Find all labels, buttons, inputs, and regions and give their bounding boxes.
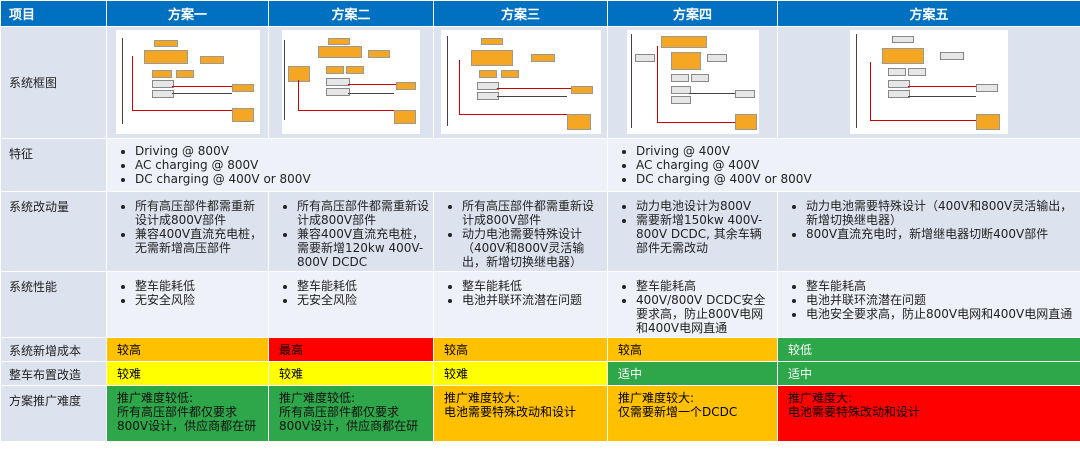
feature-800v-2: AC charging @ 800V: [135, 158, 603, 172]
layout-s3: 较难: [433, 361, 608, 386]
layout-s2: 较难: [268, 361, 434, 386]
cost-row: 系统新增成本 较高 最高 较高 较高 较低: [0, 337, 1080, 362]
layout-s4: 适中: [607, 361, 778, 386]
perf-item: 电池并联环流潜在问题: [806, 293, 1076, 307]
feature-400v-3: DC charging @ 400V or 800V: [636, 172, 1076, 186]
perf-item: 电池并联环流潜在问题: [462, 293, 603, 307]
layout-s1: 较难: [106, 361, 269, 386]
perf-item: 整车能耗高: [636, 279, 773, 293]
changes-s5: 动力电池需要特殊设计（400V和800V灵活输出，新增切换继电器） 800V直流…: [777, 191, 1080, 272]
change-item: 所有高压部件都需重新设计成800V部件: [297, 199, 429, 227]
performance-label: 系统性能: [0, 271, 107, 338]
change-item: 兼容400V直流充电桩，无需新增高压部件: [135, 227, 264, 255]
layout-label: 整车布置改造: [0, 361, 107, 386]
header-scheme-3: 方案三: [433, 0, 608, 27]
layout-s5: 适中: [777, 361, 1080, 386]
change-item: 需要新增150kw 400V-800V DCDC, 其余车辆部件无需改动: [636, 213, 773, 255]
feature-400v-2: AC charging @ 400V: [636, 158, 1076, 172]
cost-s4: 较高: [607, 337, 778, 362]
features-row: 特征 Driving @ 800V AC charging @ 800V DC …: [0, 138, 1080, 192]
system-diagram-2: [282, 30, 420, 134]
cost-s3: 较高: [433, 337, 608, 362]
perf-item: 400V/800V DCDC安全要求高，防止800V电网和400V电网直通: [636, 293, 773, 335]
changes-s1: 所有高压部件都需重新设计成800V部件 兼容400V直流充电桩，无需新增高压部件: [106, 191, 269, 272]
performance-s1: 整车能耗低 无安全风险: [106, 271, 269, 338]
header-scheme-1: 方案一: [106, 0, 269, 27]
changes-s4: 动力电池设计为800V 需要新增150kw 400V-800V DCDC, 其余…: [607, 191, 778, 272]
diagram-row: 系统框图: [0, 26, 1080, 139]
system-diagram-3: [440, 30, 601, 134]
change-item: 兼容400V直流充电桩，需要新增120kw 400V-800V DCDC: [297, 227, 429, 269]
perf-item: 无安全风险: [297, 293, 429, 307]
feature-400v-1: Driving @ 400V: [636, 144, 1076, 158]
performance-s5: 整车能耗高 电池并联环流潜在问题 电池安全要求高，防止800V电网和400V电网…: [777, 271, 1080, 338]
header-item: 项目: [0, 0, 107, 27]
performance-s2: 整车能耗低 无安全风险: [268, 271, 434, 338]
change-item: 所有高压部件都需重新设计成800V部件: [462, 199, 603, 227]
diagram-cell-2: [268, 26, 434, 139]
performance-s3: 整车能耗低 电池并联环流潜在问题: [433, 271, 608, 338]
features-400v: Driving @ 400V AC charging @ 400V DC cha…: [607, 138, 1080, 192]
header-scheme-4: 方案四: [607, 0, 778, 27]
cost-s1: 较高: [106, 337, 269, 362]
changes-s2: 所有高压部件都需重新设计成800V部件 兼容400V直流充电桩，需要新增120k…: [268, 191, 434, 272]
cost-s5: 较低: [777, 337, 1080, 362]
changes-row: 系统改动量 所有高压部件都需重新设计成800V部件 兼容400V直流充电桩，无需…: [0, 191, 1080, 272]
system-diagram-1: [115, 30, 260, 134]
diagram-cell-3: [433, 26, 608, 139]
change-item: 800V直流充电时，新增继电器切断400V部件: [806, 227, 1076, 241]
diagram-cell-4: [607, 26, 778, 139]
perf-item: 整车能耗低: [462, 279, 603, 293]
change-item: 动力电池需要特殊设计（400V和800V灵活输出，新增切换继电器）: [462, 227, 603, 269]
perf-item: 整车能耗低: [135, 279, 264, 293]
diagram-cell-1: [106, 26, 269, 139]
promotion-row: 方案推广难度 推广难度较低: 所有高压部件都仅要求800V设计，供应商都在研 推…: [0, 385, 1080, 442]
promotion-s5: 推广难度大: 电池需要特殊改动和设计: [777, 385, 1080, 442]
features-800v: Driving @ 800V AC charging @ 800V DC cha…: [106, 138, 608, 192]
system-diagram-5: [850, 30, 1008, 134]
layout-row: 整车布置改造 较难 较难 较难 适中 适中: [0, 361, 1080, 386]
changes-label: 系统改动量: [0, 191, 107, 272]
perf-item: 电池安全要求高，防止800V电网和400V电网直通: [806, 307, 1076, 321]
perf-item: 无安全风险: [135, 293, 264, 307]
cost-s2: 最高: [268, 337, 434, 362]
perf-item: 整车能耗低: [297, 279, 429, 293]
header-row: 项目 方案一 方案二 方案三 方案四 方案五: [0, 0, 1080, 27]
change-item: 所有高压部件都需重新设计成800V部件: [135, 199, 264, 227]
diagram-cell-5: [777, 26, 1080, 139]
header-scheme-2: 方案二: [268, 0, 434, 27]
promotion-s4: 推广难度较大: 仅需要新增一个DCDC: [607, 385, 778, 442]
cost-label: 系统新增成本: [0, 337, 107, 362]
features-label: 特征: [0, 138, 107, 192]
perf-item: 整车能耗高: [806, 279, 1076, 293]
system-diagram-4: [626, 30, 759, 134]
changes-s3: 所有高压部件都需重新设计成800V部件 动力电池需要特殊设计（400V和800V…: [433, 191, 608, 272]
change-item: 动力电池设计为800V: [636, 199, 773, 213]
promotion-s1: 推广难度较低: 所有高压部件都仅要求800V设计，供应商都在研: [106, 385, 269, 442]
performance-s4: 整车能耗高 400V/800V DCDC安全要求高，防止800V电网和400V电…: [607, 271, 778, 338]
promotion-s3: 推广难度较大: 电池需要特殊改动和设计: [433, 385, 608, 442]
diagram-label: 系统框图: [0, 26, 107, 139]
performance-row: 系统性能 整车能耗低 无安全风险 整车能耗低 无安全风险 整车能耗低 电池并联环…: [0, 271, 1080, 338]
feature-800v-3: DC charging @ 400V or 800V: [135, 172, 603, 186]
header-scheme-5: 方案五: [777, 0, 1080, 27]
promotion-s2: 推广难度较低: 所有高压部件都仅要求800V设计，供应商都在研: [268, 385, 434, 442]
change-item: 动力电池需要特殊设计（400V和800V灵活输出，新增切换继电器）: [806, 199, 1076, 227]
feature-800v-1: Driving @ 800V: [135, 144, 603, 158]
promotion-label: 方案推广难度: [0, 385, 107, 442]
